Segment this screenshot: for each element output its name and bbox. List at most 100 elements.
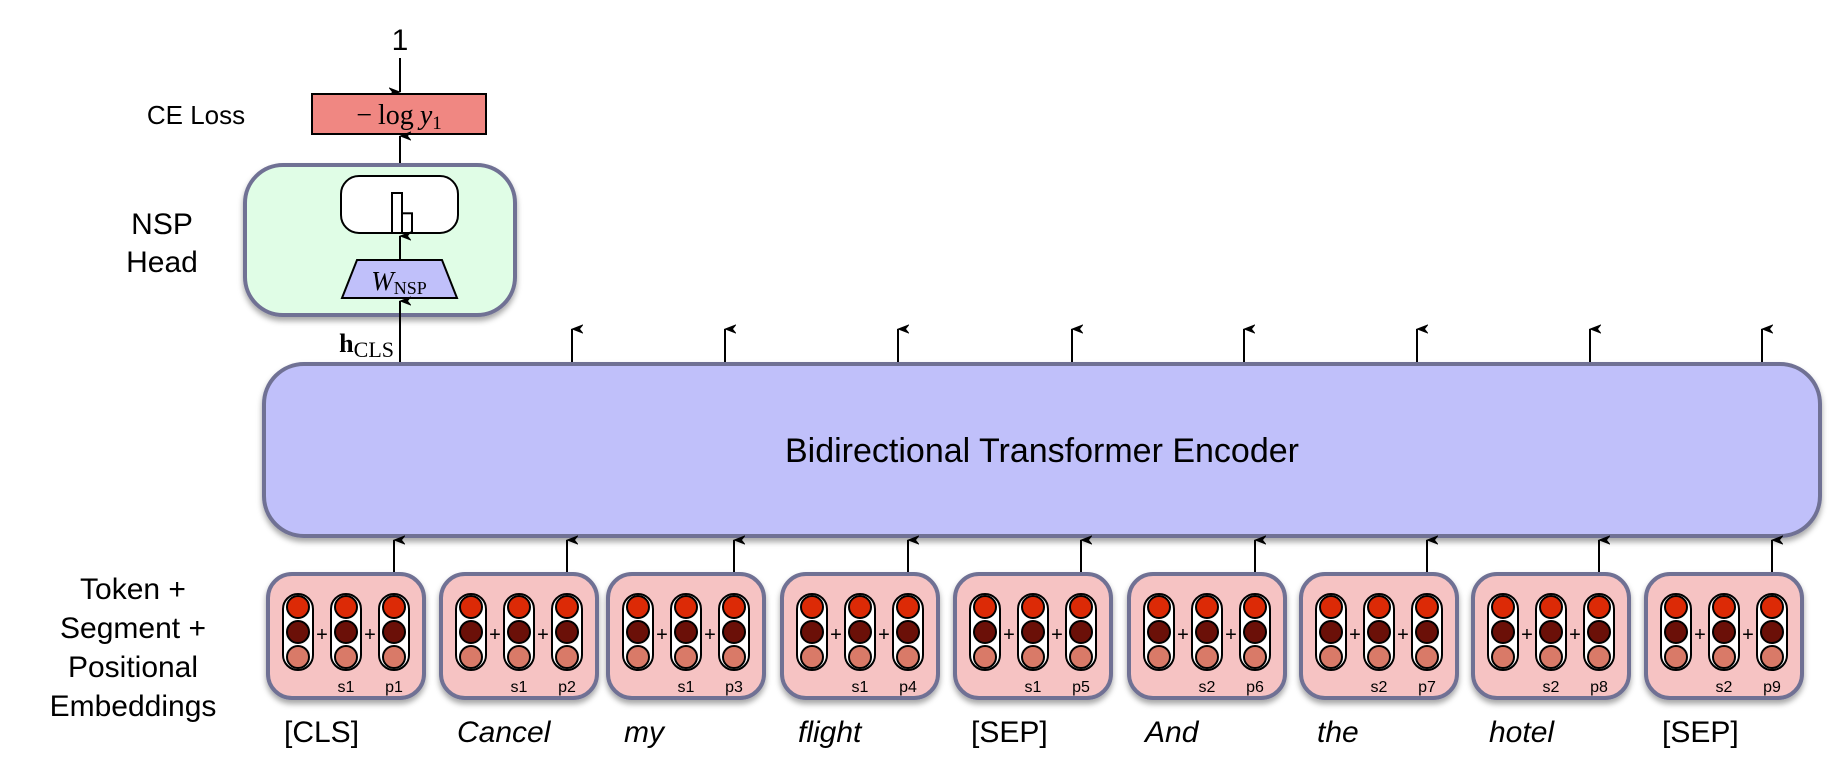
token-word: And (1143, 716, 1200, 749)
vector-unit (896, 645, 920, 669)
position-label: p9 (1763, 679, 1781, 696)
vector-unit (507, 595, 531, 619)
vector-unit (459, 620, 483, 644)
vector-unit (1021, 645, 1045, 669)
segment-label: s1 (1025, 679, 1042, 696)
vector-unit (973, 645, 997, 669)
position-embedding-vector (1583, 593, 1615, 671)
vector-unit (382, 620, 406, 644)
vector-unit (626, 645, 650, 669)
position-embedding-vector (892, 593, 924, 671)
token-embedding-vector (455, 593, 487, 671)
vector-unit (1587, 595, 1611, 619)
loss-sub: 1 (432, 113, 442, 134)
vector-unit (722, 620, 746, 644)
vector-unit (800, 645, 824, 669)
token-word: flight (798, 716, 863, 749)
vector-unit (1539, 595, 1563, 619)
vector-unit (1760, 645, 1784, 669)
wnsp-main: W (371, 266, 396, 296)
vector-unit (1243, 620, 1267, 644)
softmax-bar (391, 192, 403, 234)
segment-label: s2 (1716, 679, 1733, 696)
position-label: p6 (1246, 679, 1264, 696)
position-label: p7 (1418, 679, 1436, 696)
segment-label: s2 (1371, 679, 1388, 696)
vector-unit (1415, 595, 1439, 619)
wnsp-label: WNSP (371, 266, 427, 298)
vector-unit (1587, 620, 1611, 644)
plus-sign: + (1349, 624, 1361, 646)
vector-unit (1664, 620, 1688, 644)
loss-log: log (378, 100, 414, 131)
vector-unit (800, 620, 824, 644)
vector-unit (1147, 595, 1171, 619)
token-embedding-vector (1315, 593, 1347, 671)
token-word: hotel (1489, 716, 1555, 749)
vector-unit (286, 645, 310, 669)
embeddings-label-line3: Positional (68, 651, 198, 684)
segment-label: s1 (852, 679, 869, 696)
segment-embedding-vector (670, 593, 702, 671)
vector-unit (1367, 620, 1391, 644)
plus-sign: + (1051, 624, 1063, 646)
vector-unit (334, 645, 358, 669)
vector-unit (334, 620, 358, 644)
vector-unit (1021, 620, 1045, 644)
plus-sign: + (656, 624, 668, 646)
vector-unit (1319, 645, 1343, 669)
hcls-label: hCLS (339, 329, 394, 362)
position-embedding-vector (718, 593, 750, 671)
vector-unit (1195, 595, 1219, 619)
vector-unit (1664, 645, 1688, 669)
position-embedding-vector (1065, 593, 1097, 671)
segment-label: s1 (338, 679, 355, 696)
segment-embedding-vector (330, 593, 362, 671)
token-embedding-vector (282, 593, 314, 671)
position-label: p3 (725, 679, 743, 696)
plus-sign: + (364, 624, 376, 646)
segment-embedding-vector (1708, 593, 1740, 671)
plus-sign: + (1003, 624, 1015, 646)
vector-unit (1243, 645, 1267, 669)
segment-embedding-vector (503, 593, 535, 671)
softmax-bar (401, 212, 413, 234)
wnsp-sub: NSP (394, 278, 427, 298)
plus-sign: + (704, 624, 716, 646)
vector-unit (1069, 645, 1093, 669)
vector-unit (1539, 645, 1563, 669)
vector-unit (848, 645, 872, 669)
vector-unit (674, 595, 698, 619)
token-word: [SEP] (1662, 716, 1739, 749)
hcls-main: h (339, 329, 354, 358)
plus-sign: + (316, 624, 328, 646)
vector-unit (1069, 620, 1093, 644)
encoder-output-arrows (571, 329, 1762, 364)
plus-sign: + (830, 624, 842, 646)
segment-label: s1 (678, 679, 695, 696)
vector-unit (1712, 620, 1736, 644)
vector-unit (722, 595, 746, 619)
vector-unit (1491, 595, 1515, 619)
loss-var: y (417, 100, 433, 131)
segment-embedding-vector (844, 593, 876, 671)
plus-sign: + (1225, 624, 1237, 646)
position-label: p1 (385, 679, 403, 696)
vector-unit (973, 620, 997, 644)
plus-sign: + (1397, 624, 1409, 646)
segment-embedding-vector (1017, 593, 1049, 671)
plus-sign: + (489, 624, 501, 646)
vector-unit (848, 595, 872, 619)
vector-unit (1712, 645, 1736, 669)
vector-unit (382, 645, 406, 669)
embeddings-label-line2: Segment + (60, 612, 206, 645)
vector-unit (1664, 595, 1688, 619)
segment-label: s1 (511, 679, 528, 696)
token-embedding-vector (969, 593, 1001, 671)
